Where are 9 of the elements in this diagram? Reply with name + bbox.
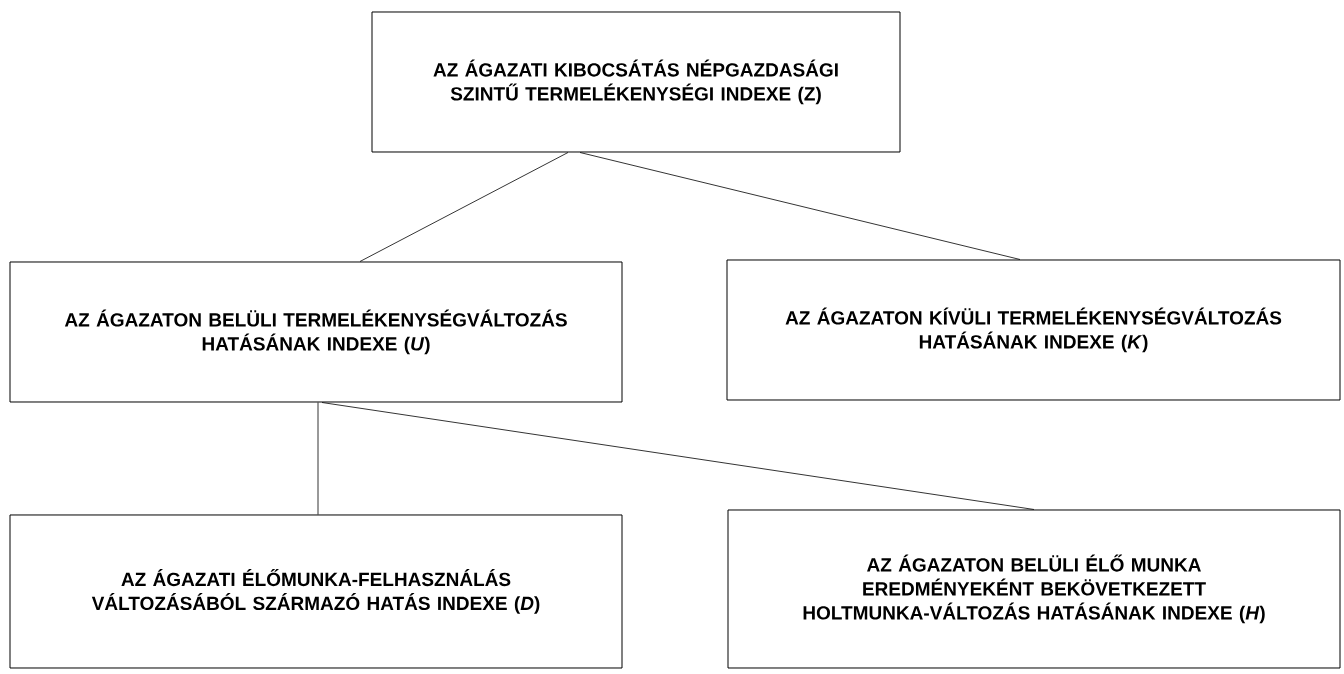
- index-box: AZ ÁGAZATON BELÜLI ÉLŐ MUNKA EREDMÉNYEKÉNT BEKÖVETKEZETT HOLTMUNKA-VÁLTOZÁS HATÁSÁNAK INDEXE (H): [727, 509, 1341, 669]
- connector-line: [321, 402, 1035, 510]
- index-box: AZ ÁGAZATON BELÜLI TERMELÉKENYSÉGVÁLTOZÁS HATÁSÁNAK INDEXE (U): [9, 261, 623, 403]
- connector-line: [359, 152, 569, 262]
- index-box: AZ ÁGAZATON KÍVÜLI TERMELÉKENYSÉGVÁLTOZÁS HATÁSÁNAK INDEXE (K): [726, 259, 1341, 401]
- connector-line: [579, 152, 1021, 260]
- index-box: AZ ÁGAZATI KIBOCSÁTÁS NÉPGAZDASÁGI SZINTŰ TERMELÉKENYSÉGI INDEXE (Z): [371, 11, 901, 153]
- connector-line: [317, 402, 319, 515]
- index-box: AZ ÁGAZATI ÉLŐMUNKA-FELHASZNÁLÁS VÁLTOZÁSÁBÓL SZÁRMAZÓ HATÁS INDEXE (D): [9, 514, 623, 669]
